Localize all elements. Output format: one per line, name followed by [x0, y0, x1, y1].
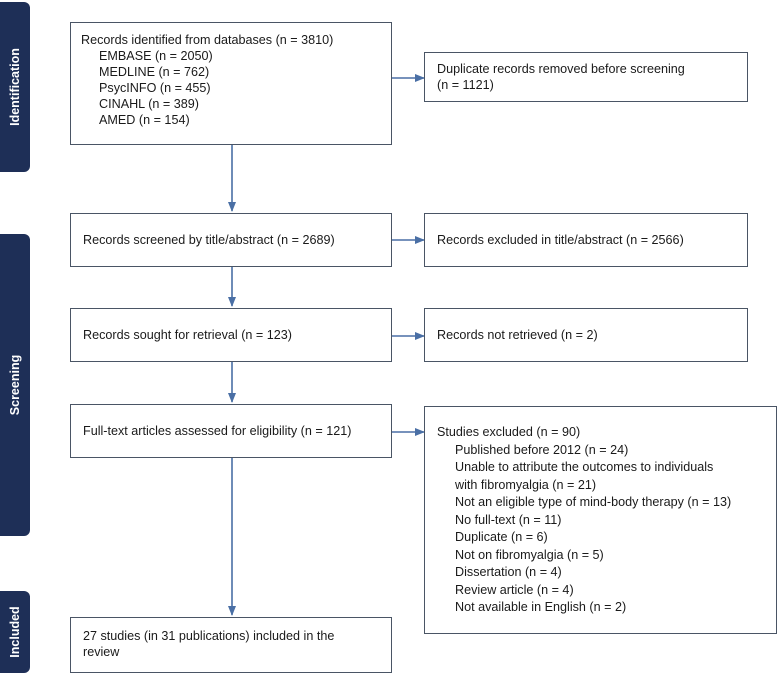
database-amed: AMED (n = 154)	[99, 113, 190, 127]
included-studies-box: 27 studies (in 31 publications) included…	[70, 617, 392, 673]
included-studies-line1: 27 studies (in 31 publications) included…	[83, 629, 335, 643]
records-excluded-text: Records excluded in title/abstract (n = …	[437, 233, 684, 247]
database-cinahl: CINAHL (n = 389)	[99, 97, 199, 111]
duplicates-removed-box: Duplicate records removed before screeni…	[424, 52, 748, 102]
records-identified-box: Records identified from databases (n = 3…	[70, 22, 392, 145]
fulltext-assessed-box: Full-text articles assessed for eligibil…	[70, 404, 392, 458]
records-identified-title: Records identified from databases (n = 3…	[81, 33, 334, 47]
records-excluded-box: Records excluded in title/abstract (n = …	[424, 213, 748, 267]
records-screened-text: Records screened by title/abstract (n = …	[83, 233, 335, 247]
database-medline: MEDLINE (n = 762)	[99, 65, 210, 79]
database-embase: EMBASE (n = 2050)	[99, 49, 213, 63]
exclusion-reason: Published before 2012 (n = 24)	[455, 442, 629, 457]
phase-screening: Screening	[0, 234, 30, 536]
fulltext-assessed-text: Full-text articles assessed for eligibil…	[83, 424, 352, 438]
included-studies-line2: review	[83, 645, 120, 659]
records-sought-box: Records sought for retrieval (n = 123)	[70, 308, 392, 362]
duplicates-removed-line1: Duplicate records removed before screeni…	[437, 62, 685, 76]
exclusion-reason: Dissertation (n = 4)	[455, 565, 562, 579]
exclusion-reason: Duplicate (n = 6)	[455, 530, 548, 544]
studies-excluded-box: Studies excluded (n = 90) Published befo…	[424, 406, 777, 634]
phase-included: Included	[0, 591, 30, 673]
duplicates-removed-line2: (n = 1121)	[437, 78, 494, 92]
exclusion-reason: Unable to attribute the outcomes to indi…	[455, 460, 714, 474]
exclusion-reason: No full-text (n = 11)	[455, 512, 562, 527]
exclusion-reason: Not on fibromyalgia (n = 5)	[455, 547, 604, 562]
exclusion-reason: Not an eligible type of mind-body therap…	[455, 495, 732, 509]
records-not-retrieved-box: Records not retrieved (n = 2)	[424, 308, 748, 362]
database-psycinfo: PsycINFO (n = 455)	[99, 81, 211, 95]
exclusion-reason: Review article (n = 4)	[455, 582, 574, 597]
exclusion-reason: with fibromyalgia (n = 21)	[455, 477, 597, 492]
studies-excluded-title: Studies excluded (n = 90)	[437, 425, 581, 439]
records-screened-box: Records screened by title/abstract (n = …	[70, 213, 392, 267]
exclusion-reason: Not available in English (n = 2)	[455, 600, 627, 614]
records-not-retrieved-text: Records not retrieved (n = 2)	[437, 328, 598, 342]
phase-identification: Identification	[0, 2, 30, 172]
records-sought-text: Records sought for retrieval (n = 123)	[83, 328, 292, 342]
